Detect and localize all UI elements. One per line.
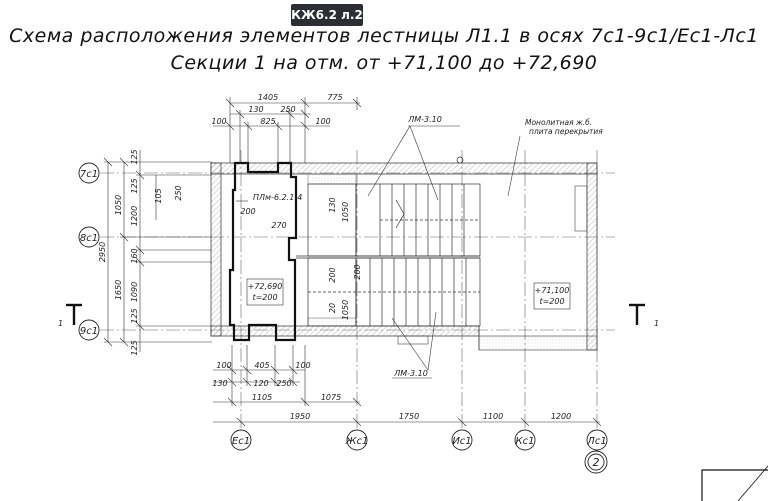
axis-label-9c1: 9с1	[80, 326, 98, 337]
dim-top-1405: 1405	[258, 93, 278, 102]
section-label-left: 1	[58, 319, 63, 328]
dim-top-100b: 100	[315, 117, 330, 126]
label-slab-line2: плита перекрытия	[529, 127, 603, 136]
dim-lines-bottom	[213, 345, 602, 427]
title-block-corner	[701, 465, 768, 501]
axis-label-7c1: 7с1	[80, 169, 98, 180]
stair-flight-upper	[307, 183, 481, 257]
dim-bottom-120: 120	[253, 379, 268, 388]
dim-left-125d: 125	[130, 340, 139, 355]
dim-top-775: 775	[327, 93, 342, 102]
sheet-ref-circle	[584, 450, 608, 474]
dim-bottom-1950: 1950	[290, 412, 310, 421]
dim-left-105: 105	[154, 188, 163, 203]
landing-slab-outline	[228, 161, 298, 342]
dim-bottom-100b: 100	[295, 361, 310, 370]
leader-lines	[236, 125, 521, 379]
axis-label-8c1: 8с1	[80, 233, 98, 244]
axis-bubbles-bottom	[230, 429, 608, 451]
dim-left-1090: 1090	[130, 282, 139, 302]
dim-top-130: 130	[248, 105, 263, 114]
dim-left-200: 200	[240, 207, 255, 216]
dim-lines-top	[213, 97, 362, 163]
section-mark-left	[66, 303, 82, 325]
axis-label-ec1: Ес1	[232, 436, 250, 447]
dim-left-1200: 1200	[130, 206, 139, 226]
axis-label-kc1: Кс1	[516, 436, 535, 447]
section-mark-right	[629, 303, 645, 325]
level-mark-box-1	[246, 278, 284, 306]
sheet-ref-number: 2	[593, 456, 600, 469]
dim-bottom-1075: 1075	[321, 393, 341, 402]
drawing-subtitle: Секции 1 на отм. от +71,100 до +72,690	[170, 52, 598, 74]
label-slab-line1: Монолитная ж.б.	[525, 118, 592, 127]
dim-bottom-405: 405	[254, 361, 269, 370]
dim-bottom-1100: 1100	[483, 412, 503, 421]
dim-left-125c: 125	[130, 308, 139, 323]
inner-dim-200b: 200	[353, 264, 362, 279]
dim-left-125a: 125	[130, 149, 139, 164]
drawing-title: Схема расположения элементов лестницы Л1…	[9, 25, 759, 47]
inner-dim-270: 270	[271, 221, 286, 230]
dim-lines-left	[103, 150, 212, 352]
label-plm: ПЛм-6.2.1-4	[253, 193, 302, 202]
stair-flight-lower	[307, 257, 481, 327]
dim-bottom-1200: 1200	[551, 412, 571, 421]
sheet-badge: КЖ6.2 л.2	[291, 4, 363, 26]
dim-left-2950: 2950	[98, 242, 107, 262]
axis-label-lc1: Лс1	[586, 436, 606, 447]
dim-left-125b: 125	[130, 178, 139, 193]
dim-bottom-100a: 100	[216, 361, 231, 370]
section-label-right: 1	[654, 319, 659, 328]
dim-bottom-1750: 1750	[399, 412, 419, 421]
inner-dim-200a: 200	[328, 267, 337, 282]
dim-top-100a: 100	[211, 117, 226, 126]
inner-dim-130: 130	[328, 197, 337, 212]
label-lm-top: ЛМ-3.10	[407, 115, 442, 124]
level-mark-1-value: +72,690	[248, 282, 283, 291]
axis-bubbles-left	[78, 162, 100, 341]
level-mark-2-thickness: t=200	[539, 297, 564, 306]
label-lm-bottom: ЛМ-3.10	[393, 369, 428, 378]
dim-bottom-1105: 1105	[252, 393, 272, 402]
axis-label-ic1: Ис1	[452, 436, 471, 447]
dim-bottom-250: 250	[276, 379, 291, 388]
dim-top-825: 825	[260, 117, 275, 126]
inner-dim-20: 20	[328, 303, 337, 313]
dim-top-250: 250	[280, 105, 295, 114]
level-mark-box-2	[533, 282, 571, 310]
dim-left-250: 250	[174, 185, 183, 200]
inner-dim-1050b: 1050	[341, 300, 350, 320]
dim-left-160: 160	[130, 248, 139, 263]
level-mark-1-thickness: t=200	[252, 293, 277, 302]
dim-bottom-130: 130	[212, 379, 227, 388]
inner-dim-1050a: 1050	[341, 202, 350, 222]
level-mark-2-value: +71,100	[535, 286, 570, 295]
dim-left-1650: 1650	[114, 280, 123, 300]
axis-label-zhc1: Жс1	[345, 436, 369, 447]
dim-left-1050: 1050	[114, 195, 123, 215]
